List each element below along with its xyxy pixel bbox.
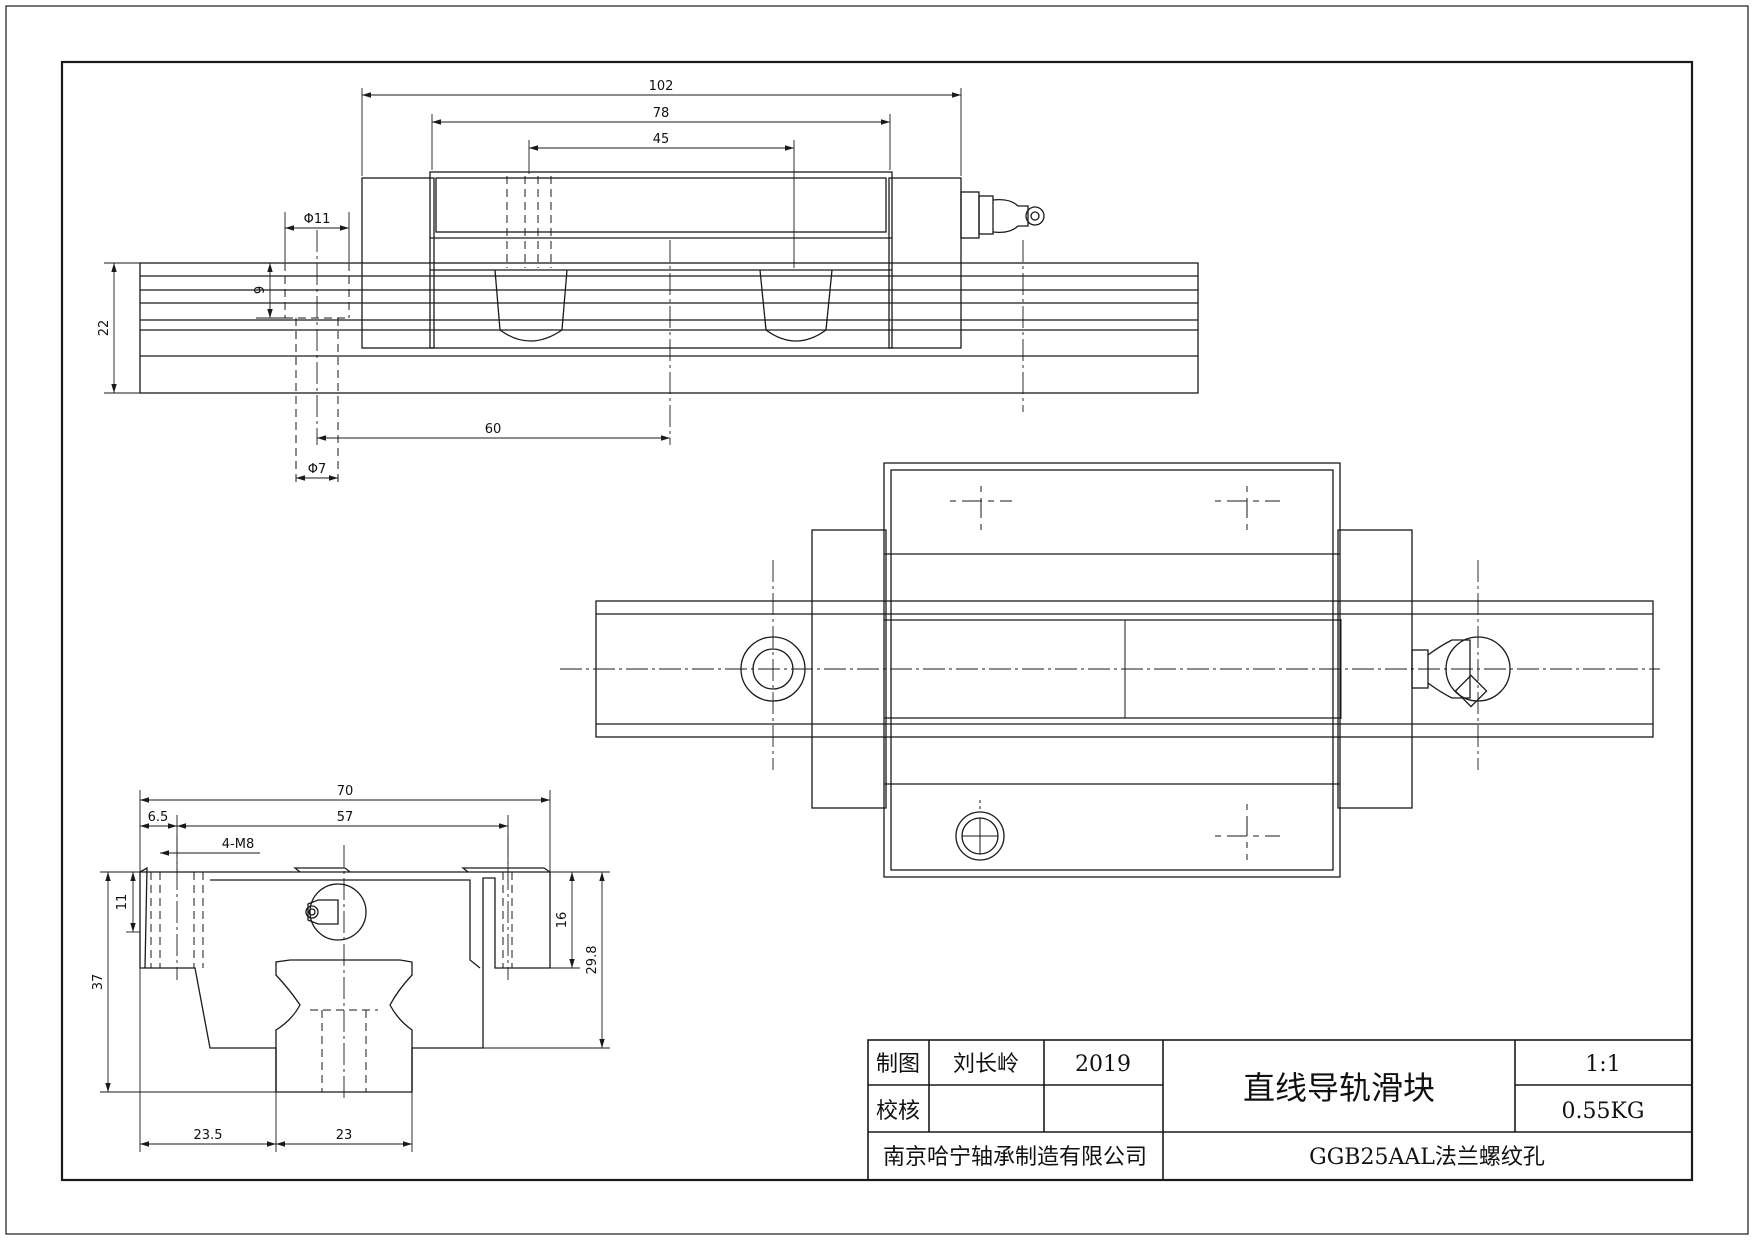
dim-rail-height: 22 [97,320,112,337]
end-view [139,866,551,1093]
end-view-dim-text: 70 57 6.5 4-M8 11 37 16 29.8 23.5 23 [91,784,600,1143]
title-block-text: 制图 刘长岭 2019 校核 直线导轨滑块 1:1 0.55KG 南京哈宁轴承制… [876,1052,1645,1170]
company-name: 南京哈宁轴承制造有限公司 [883,1145,1147,1170]
dim-counterbore-depth: 9 [253,286,268,294]
part-number: GGB25AAL法兰螺纹孔 [1309,1145,1545,1170]
dim-mount-spacing: 57 [337,810,354,825]
front-grease-fitting [960,191,980,239]
dim-rail-width: 23 [336,1128,353,1143]
front-view-centerlines [316,230,1024,445]
dim-thread-depth: 11 [115,894,130,911]
dim-rail-left: 23.5 [194,1128,223,1143]
end-view-hidden [150,872,513,1093]
end-view-dimensions [100,790,610,1152]
check-label: 校核 [876,1099,920,1124]
top-mount-hole [955,811,1005,861]
dim-hole-spacing: 45 [653,132,670,147]
end-view-flange [139,871,551,1093]
front-view [139,171,1199,394]
front-block-body [429,171,893,349]
dim-hole-dia: Φ7 [308,462,327,477]
front-view-dimensions [104,88,962,481]
front-rail [139,262,1199,394]
dim-counterbore-dia: Φ11 [304,212,331,227]
dim-body-height: 16 [555,912,570,929]
dim-body-length: 78 [653,106,670,121]
end-view-rail [275,959,413,1092]
top-view-centerlines [560,560,1660,770]
end-view-grease [309,883,367,941]
front-view-dim-text: 102 78 45 Φ11 22 9 60 Φ7 [97,79,673,477]
drawing-scale: 1:1 [1585,1052,1620,1077]
dim-edge-offset: 6.5 [148,810,169,825]
sheet-border [5,5,1749,1235]
dim-total-height: 37 [91,974,106,991]
top-view-hole-crosses [950,486,1280,860]
front-block-left-cap [361,177,435,349]
drawing-title: 直线导轨滑块 [1243,1069,1435,1107]
top-block-body [883,462,1341,878]
dim-rail-offset: 60 [485,422,502,437]
part-weight: 0.55KG [1562,1099,1645,1124]
drawn-by: 刘长岭 [953,1052,1019,1077]
drawing-year: 2019 [1075,1052,1131,1077]
dim-width: 70 [337,784,354,799]
dim-overall-length: 102 [649,79,674,94]
end-view-centerlines [176,835,509,1100]
front-block-right-cap [888,177,962,349]
drawn-label: 制图 [876,1052,920,1077]
dim-thread: 4-M8 [222,837,254,852]
title-block [867,1039,1693,1181]
dim-top-to-rail: 29.8 [585,946,600,975]
